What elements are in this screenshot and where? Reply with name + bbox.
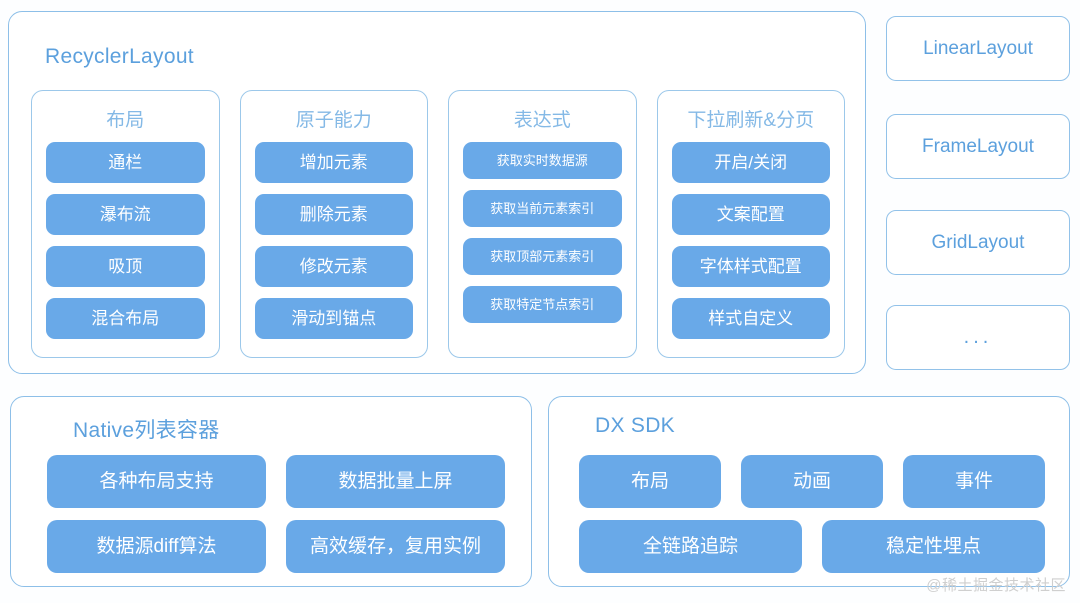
feature-pill[interactable]: 滑动到锚点 — [254, 298, 413, 339]
feature-pill[interactable]: 修改元素 — [254, 246, 413, 287]
feature-pill[interactable]: 获取当前元素索引 — [463, 190, 622, 227]
feature-pill-list: 获取实时数据源 获取当前元素索引 获取顶部元素索引 获取特定节点索引 — [463, 142, 622, 345]
feature-pill[interactable]: 字体样式配置 — [671, 246, 830, 287]
feature-pill[interactable]: 吸顶 — [46, 246, 205, 287]
feature-pill[interactable]: 瀑布流 — [46, 194, 205, 235]
feature-pill[interactable]: 获取特定节点索引 — [463, 286, 622, 323]
feature-pill[interactable]: 开启/关闭 — [671, 142, 830, 183]
side-card-label: ... — [963, 326, 993, 348]
feature-pill[interactable]: 通栏 — [46, 142, 205, 183]
feature-pill[interactable]: 获取实时数据源 — [463, 142, 622, 179]
feature-pill-list: 通栏 瀑布流 吸顶 混合布局 — [46, 142, 205, 345]
dx-pill-row: 全链路追踪 稳定性埋点 — [579, 520, 1045, 573]
side-card-linearlayout[interactable]: LinearLayout — [886, 16, 1070, 81]
dx-pill[interactable]: 事件 — [903, 455, 1045, 508]
native-pill-row: 各种布局支持 数据批量上屏 — [47, 455, 505, 508]
feature-pill[interactable]: 混合布局 — [46, 298, 205, 339]
dx-pill[interactable]: 动画 — [741, 455, 883, 508]
side-card-label: LinearLayout — [923, 37, 1033, 59]
native-pill[interactable]: 各种布局支持 — [47, 455, 266, 508]
feature-column-title: 表达式 — [513, 110, 571, 131]
dx-pill[interactable]: 布局 — [579, 455, 721, 508]
native-pill[interactable]: 高效缓存，复用实例 — [286, 520, 505, 573]
feature-pill[interactable]: 增加元素 — [254, 142, 413, 183]
side-card-framelayout[interactable]: FrameLayout — [886, 114, 1070, 179]
side-card-gridlayout[interactable]: GridLayout — [886, 210, 1070, 275]
dx-pill[interactable]: 稳定性埋点 — [822, 520, 1045, 573]
feature-pill[interactable]: 样式自定义 — [671, 298, 830, 339]
feature-column-layout: 布局 通栏 瀑布流 吸顶 混合布局 — [31, 90, 220, 358]
side-card-label: FrameLayout — [922, 135, 1034, 157]
feature-column-expression: 表达式 获取实时数据源 获取当前元素索引 获取顶部元素索引 获取特定节点索引 — [448, 90, 637, 358]
feature-pill[interactable]: 文案配置 — [671, 194, 830, 235]
native-pill-row: 数据源diff算法 高效缓存，复用实例 — [47, 520, 505, 573]
dx-pill[interactable]: 全链路追踪 — [579, 520, 802, 573]
feature-pill-list: 开启/关闭 文案配置 字体样式配置 样式自定义 — [671, 142, 830, 345]
dx-sdk-panel: DX SDK 布局 动画 事件 全链路追踪 稳定性埋点 — [548, 396, 1070, 587]
native-pill[interactable]: 数据批量上屏 — [286, 455, 505, 508]
feature-column-pull-refresh-pagination: 下拉刷新&分页 开启/关闭 文案配置 字体样式配置 样式自定义 — [656, 90, 845, 358]
feature-column-title: 下拉刷新&分页 — [687, 110, 815, 131]
side-card-label: GridLayout — [931, 231, 1025, 253]
native-pill[interactable]: 数据源diff算法 — [47, 520, 266, 573]
recycler-layout-panel: RecyclerLayout 布局 通栏 瀑布流 吸顶 混合布局 原子能力 增加… — [8, 11, 866, 374]
feature-pill-list: 增加元素 删除元素 修改元素 滑动到锚点 — [254, 142, 413, 345]
dx-sdk-grid: 布局 动画 事件 全链路追踪 稳定性埋点 — [579, 455, 1045, 573]
dx-sdk-title: DX SDK — [595, 414, 675, 437]
feature-column-title: 原子能力 — [295, 110, 372, 131]
recycler-layout-title: RecyclerLayout — [45, 45, 194, 68]
dx-pill-row: 布局 动画 事件 — [579, 455, 1045, 508]
feature-pill[interactable]: 删除元素 — [254, 194, 413, 235]
feature-pill[interactable]: 获取顶部元素索引 — [463, 238, 622, 275]
recycler-layout-columns: 布局 通栏 瀑布流 吸顶 混合布局 原子能力 增加元素 删除元素 修改元素 滑动… — [31, 90, 845, 358]
native-list-container-title: Native列表容器 — [73, 419, 220, 442]
native-list-container-grid: 各种布局支持 数据批量上屏 数据源diff算法 高效缓存，复用实例 — [47, 455, 505, 573]
feature-column-atomic-capability: 原子能力 增加元素 删除元素 修改元素 滑动到锚点 — [239, 90, 428, 358]
side-card-more[interactable]: ... — [886, 305, 1070, 370]
feature-column-title: 布局 — [106, 110, 145, 131]
native-list-container-panel: Native列表容器 各种布局支持 数据批量上屏 数据源diff算法 高效缓存，… — [10, 396, 532, 587]
